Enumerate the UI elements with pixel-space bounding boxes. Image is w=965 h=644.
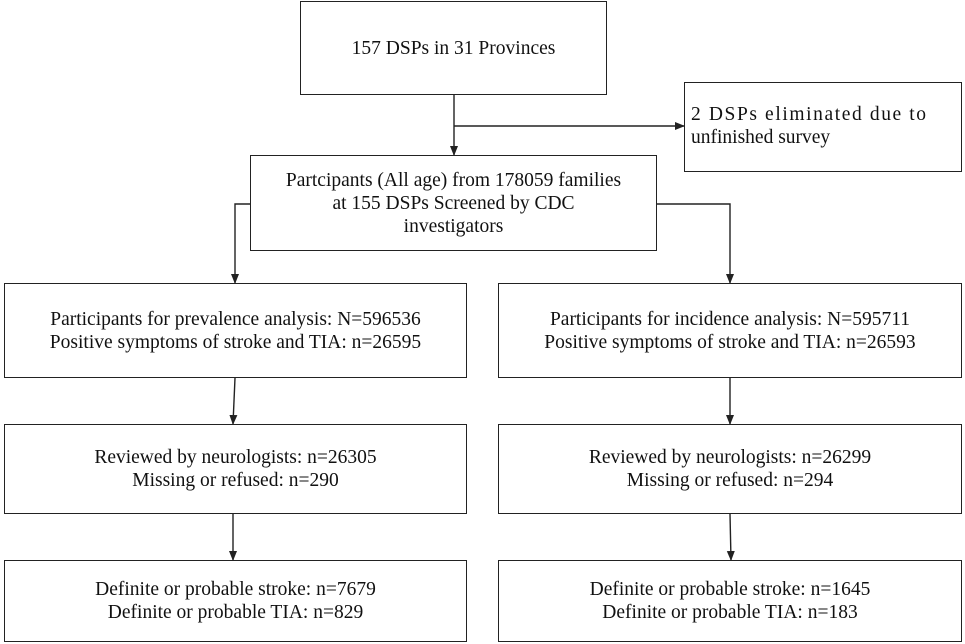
box-incidence-line-1: Participants for incidence analysis: N=5… [549,308,911,330]
box-prev-review-line-1: Reviewed by neurologists: n=26305 [94,447,377,468]
arrow-prevalence-to-review [229,377,238,425]
arrow-screened-to-incidence [657,203,734,284]
box-incidence: Participants for incidence analysis: N=5… [498,283,962,378]
box-excluded-line-1: 2 DSPs eliminated due to [691,104,928,125]
arrow-screened-to-prevalence [231,203,250,284]
box-inc-result-line-1: Definite or probable stroke: n=1645 [589,579,871,600]
box-screened-line-2: at 155 DSPs Screened by CDC [332,192,575,214]
box-top: 157 DSPs in 31 Provinces [300,1,607,95]
arrow-inc-review-to-result [726,513,735,561]
box-inc-result: Definite or probable stroke: n=1645 Defi… [498,560,962,642]
box-prevalence: Participants for prevalence analysis: N=… [4,283,467,378]
box-excluded-line-2: unfinished survey [691,127,831,148]
box-prev-result-line-1: Definite or probable stroke: n=7679 [95,579,376,600]
box-screened-line-1: Partcipants (All age) from 178059 famili… [285,169,622,191]
box-incidence-line-2: Positive symptoms of stroke and TIA: n=2… [544,331,916,353]
box-inc-review-line-1: Reviewed by neurologists: n=26299 [588,447,872,468]
box-screened-line-3: investigators [403,215,504,237]
box-screened: Partcipants (All age) from 178059 famili… [250,155,657,251]
box-prev-review: Reviewed by neurologists: n=26305 Missin… [4,424,467,514]
box-prev-result-line-2: Definite or probable TIA: n=829 [107,602,364,623]
box-excluded: 2 DSPs eliminated due to unfinished surv… [684,82,962,172]
box-prevalence-line-2: Positive symptoms of stroke and TIA: n=2… [49,331,422,353]
box-top-line: 157 DSPs in 31 Provinces [351,37,556,59]
box-prevalence-line-1: Participants for prevalence analysis: N=… [50,308,421,330]
box-prev-result: Definite or probable stroke: n=7679 Defi… [4,560,467,642]
box-prev-review-line-2: Missing or refused: n=290 [132,470,339,491]
box-inc-result-line-2: Definite or probable TIA: n=183 [602,602,858,623]
box-inc-review: Reviewed by neurologists: n=26299 Missin… [498,424,962,514]
box-inc-review-line-2: Missing or refused: n=294 [626,470,834,491]
